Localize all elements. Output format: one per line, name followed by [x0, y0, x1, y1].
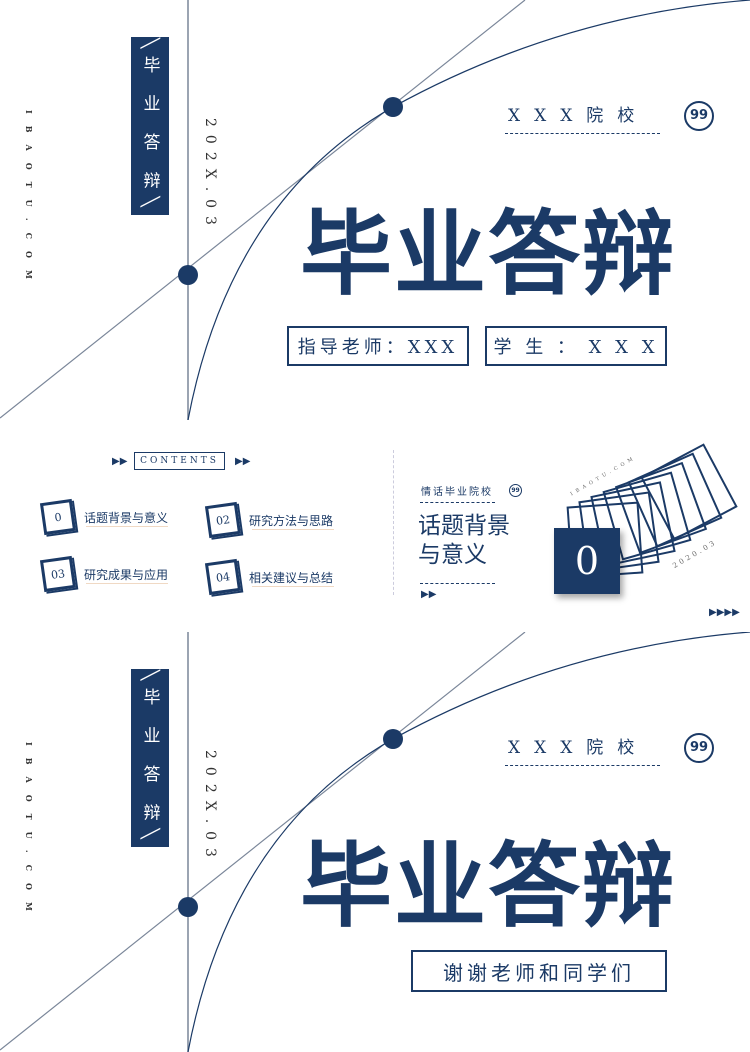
dot [383, 729, 403, 749]
date: 202X.03 [202, 118, 218, 233]
site-text: IBAOTU.COM [24, 110, 34, 291]
school-name: XXX院校 [508, 106, 649, 126]
underline [252, 586, 334, 587]
underline [86, 583, 168, 584]
arrow-icon: ▶▶▶▶ [709, 607, 740, 618]
toc-item[interactable]: 0 话题背景与意义 [39, 498, 169, 536]
divider [505, 765, 660, 766]
quote-icon: 99 [684, 101, 714, 131]
vertical-title: ╲毕 业 答 辩╲ [131, 669, 169, 847]
contents-heading: CONTENTS [134, 452, 225, 470]
dot [178, 265, 198, 285]
quote-icon: 99 [684, 733, 714, 763]
stacked-squares-graphic [566, 443, 738, 579]
main-title: 毕业答辩 [300, 833, 677, 940]
divider [505, 133, 660, 134]
section-title: 话题背景与意义 [418, 512, 510, 570]
school-name: XXX院校 [508, 738, 649, 758]
toc-label: 研究方法与思路 [249, 513, 334, 528]
dot [383, 97, 403, 117]
arrow-icon: ▶▶ [112, 456, 128, 467]
number-badge: 0 [39, 498, 77, 536]
arrow-icon: ▶▶ [235, 456, 251, 467]
title-line: 话题背景 [418, 513, 510, 539]
number-badge: 04 [204, 558, 242, 596]
divider [420, 502, 495, 503]
cover-slide: ╲毕 业 答 辩╲ 202X.03 IBAOTU.COM XXX院校 99 毕业… [0, 0, 750, 420]
toc-item[interactable]: 03 研究成果与应用 [39, 555, 169, 593]
divider [393, 450, 394, 595]
quote-icon: 99 [509, 484, 522, 497]
ending-lines [0, 632, 750, 1052]
dot [178, 897, 198, 917]
toc-label: 研究成果与应用 [84, 567, 169, 582]
section-school: 情话毕业院校 [421, 487, 493, 498]
ending-slide: ╲毕 业 答 辩╲ 202X.03 IBAOTU.COM XXX院校 99 毕业… [0, 632, 750, 1052]
cover-lines [0, 0, 750, 420]
vertical-title: ╲毕 业 答 辩╲ [131, 37, 169, 215]
toc-item[interactable]: 04 相关建议与总结 [204, 558, 334, 596]
divider [420, 583, 495, 584]
underline [86, 526, 168, 527]
toc-item[interactable]: 02 研究方法与思路 [204, 501, 334, 539]
student-box: 学 生 ： X X X [485, 326, 667, 366]
site-text: IBAOTU.COM [24, 742, 34, 923]
number-badge: 02 [204, 501, 242, 539]
title-line: 与意义 [418, 542, 487, 568]
underline [252, 529, 334, 530]
toc-label: 相关建议与总结 [249, 570, 334, 585]
section-number: 0 [554, 528, 620, 594]
main-title: 毕业答辩 [300, 201, 677, 308]
number-badge: 03 [39, 555, 77, 593]
date: 202X.03 [202, 750, 218, 865]
arrow-icon: ▶▶ [421, 589, 437, 600]
advisor-box: 指导老师：XXX [287, 326, 469, 366]
toc-label: 话题背景与意义 [84, 510, 169, 525]
thanks-box: 谢谢老师和同学们 [411, 950, 667, 992]
